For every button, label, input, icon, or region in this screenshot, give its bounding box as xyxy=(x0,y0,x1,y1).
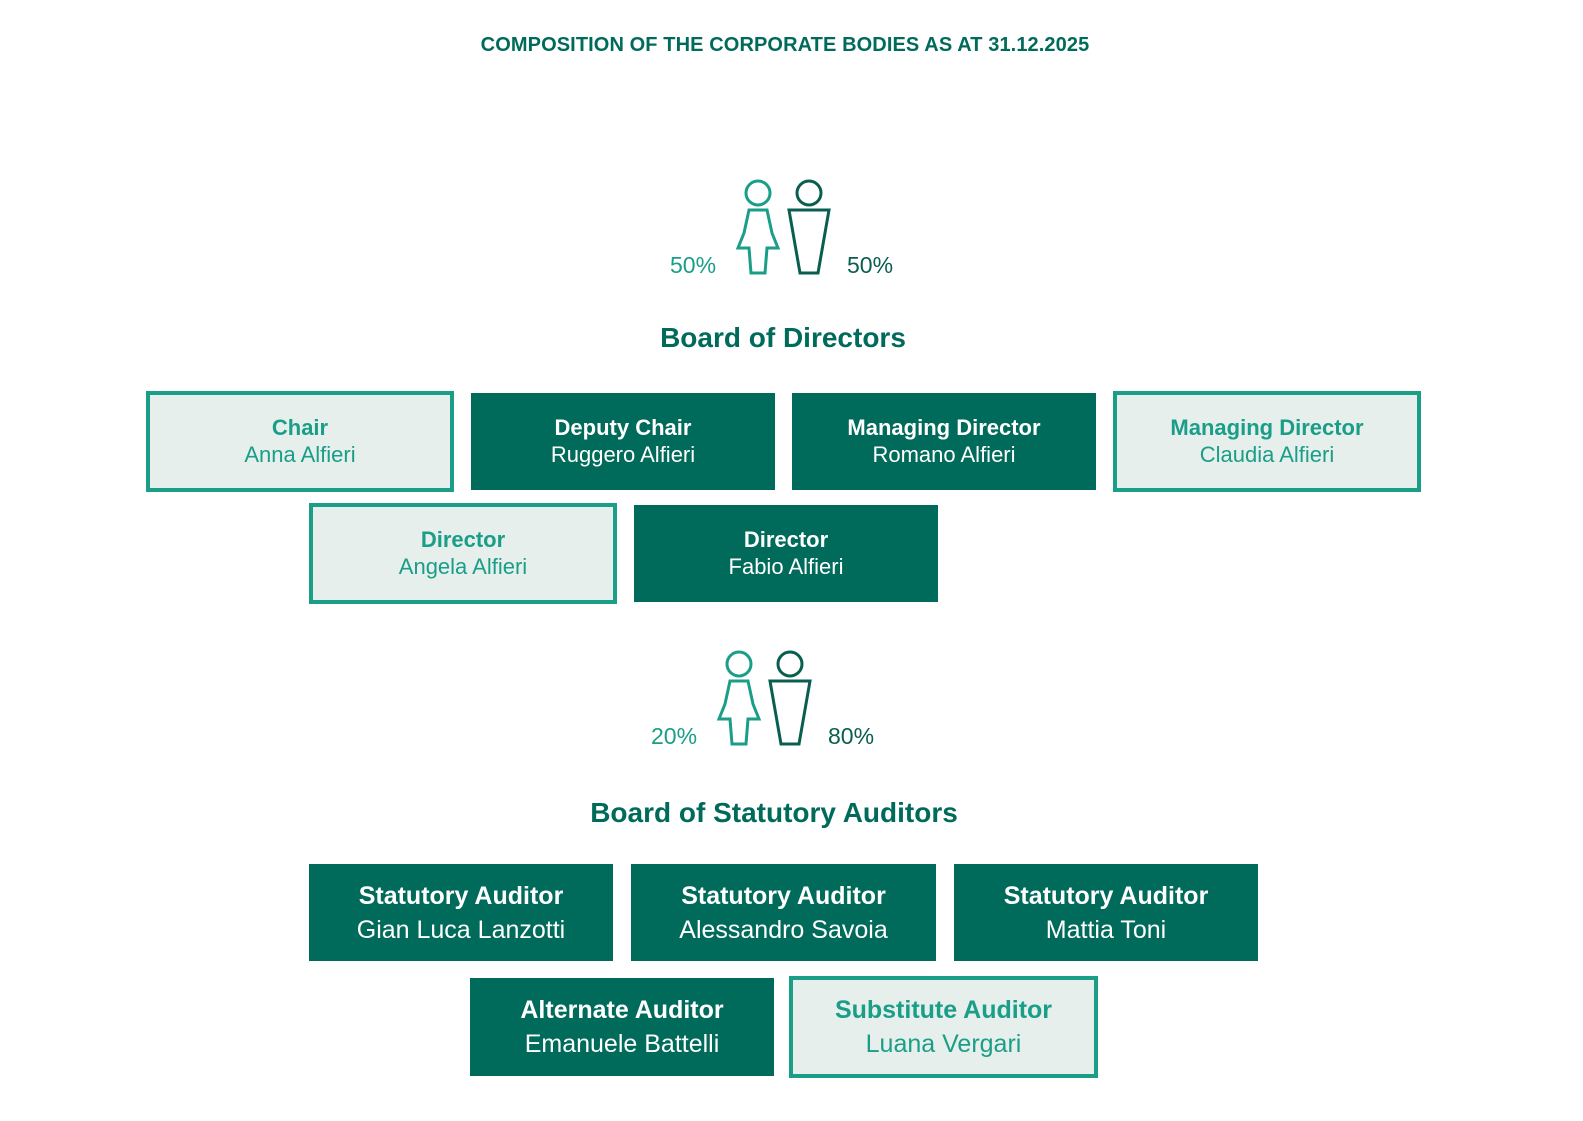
member-card-statutory-auditor-3: Statutory Auditor Mattia Toni xyxy=(954,864,1258,961)
member-role: Managing Director xyxy=(1170,415,1364,441)
member-name: Luana Vergari xyxy=(865,1030,1022,1058)
member-role: Director xyxy=(743,527,829,553)
member-name: Angela Alfieri xyxy=(398,553,528,579)
member-card-managing-director-2: Managing Director Claudia Alfieri xyxy=(1113,391,1421,492)
board-of-statutory-auditors-title: Board of Statutory Auditors xyxy=(590,797,958,828)
member-name: Emanuele Battelli xyxy=(524,1030,720,1058)
bod-male-pct: 50% xyxy=(847,252,894,278)
member-card-alternate-auditor: Alternate Auditor Emanuele Battelli xyxy=(470,978,774,1076)
male-icon xyxy=(787,179,831,275)
member-card-statutory-auditor-2: Statutory Auditor Alessandro Savoia xyxy=(631,864,936,961)
bsa-male-pct: 80% xyxy=(828,723,875,749)
member-name: Claudia Alfieri xyxy=(1199,441,1335,467)
member-role: Director xyxy=(420,527,506,553)
member-role: Alternate Auditor xyxy=(520,996,724,1024)
member-role: Statutory Auditor xyxy=(1003,881,1209,910)
member-role: Statutory Auditor xyxy=(358,881,564,910)
member-name: Gian Luca Lanzotti xyxy=(356,915,566,944)
member-card-substitute-auditor: Substitute Auditor Luana Vergari xyxy=(789,976,1098,1078)
page-title: COMPOSITION OF THE CORPORATE BODIES AS A… xyxy=(480,34,1090,56)
female-icon xyxy=(716,650,762,746)
member-name: Alessandro Savoia xyxy=(679,915,888,944)
member-role: Statutory Auditor xyxy=(681,881,886,910)
member-card-managing-director: Managing Director Romano Alfieri xyxy=(792,393,1096,490)
member-card-director-2: Director Fabio Alfieri xyxy=(634,505,938,602)
member-name: Anna Alfieri xyxy=(244,441,356,467)
member-role: Substitute Auditor xyxy=(834,996,1053,1024)
member-role: Deputy Chair xyxy=(554,415,692,441)
member-name: Ruggero Alfieri xyxy=(550,441,696,467)
member-role: Chair xyxy=(271,415,329,441)
bsa-female-pct: 20% xyxy=(651,723,698,749)
member-card-statutory-auditor: Statutory Auditor Gian Luca Lanzotti xyxy=(309,864,613,961)
member-card-director: Director Angela Alfieri xyxy=(309,503,617,604)
member-name: Romano Alfieri xyxy=(872,441,1016,467)
member-name: Mattia Toni xyxy=(1045,915,1167,944)
male-icon xyxy=(768,650,812,746)
bod-female-pct: 50% xyxy=(670,252,717,278)
member-role: Managing Director xyxy=(847,415,1041,441)
member-card-chair: Chair Anna Alfieri xyxy=(146,391,454,492)
member-name: Fabio Alfieri xyxy=(728,553,844,579)
female-icon xyxy=(735,179,781,275)
board-of-directors-title: Board of Directors xyxy=(660,322,906,353)
member-card-deputy-chair: Deputy Chair Ruggero Alfieri xyxy=(471,393,775,490)
